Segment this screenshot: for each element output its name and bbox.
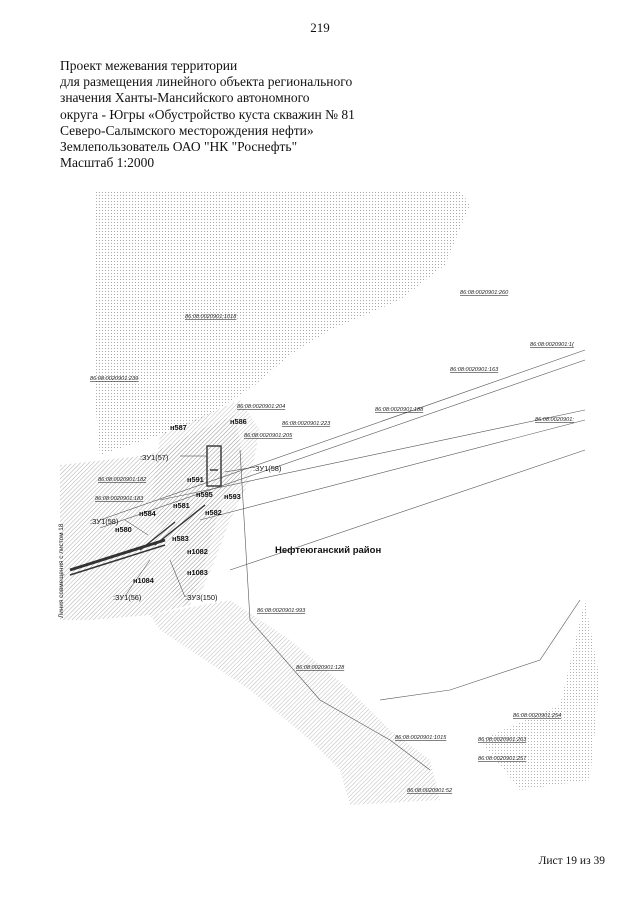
leader-line — [124, 559, 151, 597]
road-line — [229, 449, 586, 571]
parcel-boundary — [379, 599, 581, 701]
parcel-label: 86:08:0020901:128 — [296, 665, 345, 671]
corridor-line — [159, 409, 586, 501]
parcel-label: 86:08:0020901:205 — [244, 433, 293, 439]
point-label: н1084 — [133, 576, 155, 585]
parcel-label: 86:08:0020901:263 — [478, 737, 527, 743]
point-label: н587 — [170, 423, 187, 432]
land-plot-label: :ЗУ1(58) — [253, 464, 281, 473]
parcel-label: 86:08:0020901:183 — [95, 496, 144, 502]
parcel-label: 86:08:0020901:257 — [478, 756, 527, 762]
land-area-north — [95, 190, 470, 455]
parcel-label: 86:08:0020901:260 — [460, 290, 509, 296]
parcel-label: 86:08:0020901: — [535, 417, 574, 423]
point-label: н586 — [230, 417, 247, 426]
parcel-label: 86:08:0020901:52 — [407, 788, 453, 794]
cadastral-map: 86:08:0020901:260 86:08:0020901:1018 86:… — [58, 190, 600, 805]
parcel-label: 86:08:0020901:239 — [90, 376, 138, 382]
parcel-label: 86:08:0020901:188 — [375, 407, 424, 413]
parcel-label: 86:08:0020901:1015 — [395, 735, 447, 741]
point-label: н584 — [139, 509, 157, 518]
leader-line — [224, 466, 256, 473]
title-line: Северо-Салымского месторождения нефти» — [60, 122, 314, 138]
corridor-line — [99, 349, 586, 521]
zu-labels: :ЗУ1(57) :ЗУ1(58) :ЗУ1(58) :ЗУ1(56) :ЗУ3… — [90, 453, 281, 602]
map-title-block: Проект межевания территории для размещен… — [60, 58, 480, 171]
point-label: н581 — [173, 501, 190, 510]
corridor-line — [99, 359, 586, 529]
parcel-label: 86:08:0020901:163 — [450, 367, 499, 373]
district-label: Нефтеюганский район — [275, 545, 381, 556]
parcel-label: 86:08:0020901:1018 — [185, 314, 237, 320]
land-plot-label: :ЗУ3(150) — [185, 593, 218, 602]
land-plot-label: :ЗУ1(57) — [140, 453, 168, 462]
point-label: н580 — [115, 525, 132, 534]
title-line: округа - Югры «Обустройство куста скважи… — [60, 106, 355, 122]
land-area-central — [150, 400, 260, 605]
pipeline-branch — [154, 504, 206, 546]
point-label: н591 — [187, 475, 204, 484]
point-label: н593 — [224, 492, 241, 501]
title-line: для размещения линейного объекта региона… — [60, 74, 353, 90]
page-number: 219 — [310, 20, 330, 35]
parcel-label: 86:08:0020901:182 — [98, 477, 147, 483]
point-label: н582 — [205, 508, 222, 517]
point-label: н1083 — [187, 568, 208, 577]
parcel-label: 86:08:0020901:204 — [237, 404, 285, 410]
well-pad-outline — [206, 445, 222, 487]
parcel-label: 86:08:0020901:254 — [513, 713, 561, 719]
point-label: н595 — [196, 490, 213, 499]
pipeline-branch — [139, 521, 176, 551]
point-labels: н587 н586 н591 н595 н593 н581 н582 н584 … — [115, 417, 247, 585]
parcel-label: 86:08:0020901:223 — [282, 421, 331, 427]
pipeline — [69, 544, 166, 576]
land-plot-label: :ЗУ1(56) — [113, 593, 141, 602]
corridor-line — [199, 419, 586, 521]
parcel-label: 86:08:0020901:1( — [530, 342, 575, 348]
title-line: Проект межевания территории — [60, 58, 238, 73]
land-area-southeast — [480, 600, 600, 790]
point-label: н583 — [172, 534, 189, 543]
boundary-lines — [99, 349, 586, 771]
scale-label: Масштаб 1:2000 — [60, 155, 155, 171]
land-area-south — [150, 600, 440, 805]
title-line: Землепользователь ОАО "НК "Роснефть" — [60, 139, 298, 155]
leader-line — [169, 559, 186, 598]
parcel-boundary — [239, 449, 431, 771]
sheet-counter: Лист 19 из 39 — [538, 855, 605, 867]
parcel-label: 86:08:0020901:993 — [257, 608, 306, 614]
designed-object — [69, 445, 222, 576]
pipeline — [69, 538, 166, 572]
land-plot-label: :ЗУ1(58) — [90, 517, 118, 526]
title-line: значения Ханты-Мансийского автономного — [60, 90, 310, 106]
parcel-labels: 86:08:0020901:260 86:08:0020901:1018 86:… — [90, 290, 575, 794]
leader-lines — [124, 455, 256, 598]
land-areas — [60, 190, 600, 805]
leader-line — [124, 519, 149, 536]
sheet-join-label: Линия совмещения с листом 18 — [58, 523, 65, 618]
point-label: н1082 — [187, 547, 208, 556]
